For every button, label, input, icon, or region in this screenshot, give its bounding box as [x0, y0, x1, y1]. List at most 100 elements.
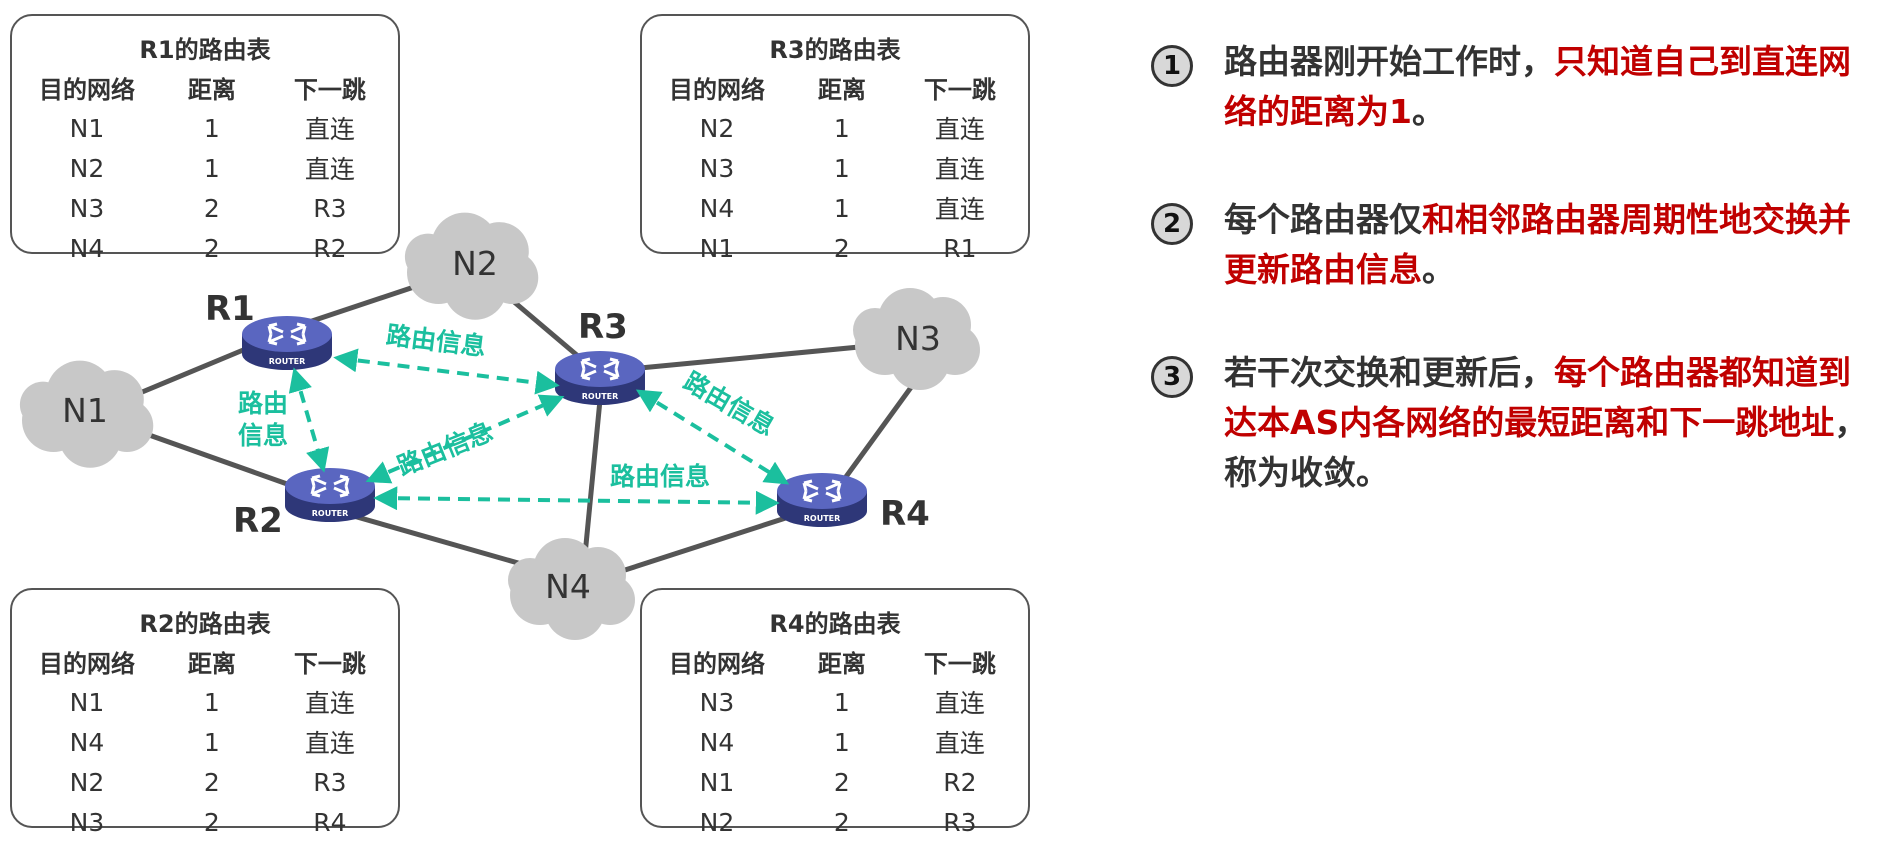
table-cell: N4: [69, 727, 105, 757]
cloud-label-n4: N4: [545, 567, 591, 606]
router-r1: ROUTER: [240, 314, 334, 372]
table-row: N4 1 直连: [652, 722, 1018, 762]
table-cell: R3: [313, 767, 347, 797]
link-n4-r4: [624, 512, 796, 573]
table-cell: N4: [69, 233, 105, 263]
arrow-r1-r3: [333, 348, 560, 395]
routing-table-title: R3的路由表: [769, 36, 901, 64]
table-cell: 2: [833, 807, 850, 837]
table-cell: 1: [833, 153, 850, 183]
table-cell: R2: [313, 233, 347, 263]
note-highlight-text: 每个路由器都知道到达本AS内各网络的最短距离和下一跳地址: [1224, 353, 1851, 442]
table-cell: N3: [69, 193, 105, 223]
table-cell: 直连: [934, 115, 985, 144]
column-header-distance: 距离: [817, 649, 866, 678]
table-cell: N3: [69, 807, 105, 837]
msg-label-r2-r3: 路由信息: [393, 417, 497, 481]
table-cell: 1: [203, 687, 220, 717]
table-cell: R1: [943, 233, 977, 263]
arrow-r2-r4: [373, 486, 780, 515]
arrow-r1-r2: [288, 367, 330, 473]
column-header-next-hop: 下一跳: [923, 75, 996, 104]
table-cell: 1: [833, 193, 850, 223]
table-cell: 直连: [304, 689, 355, 718]
table-cell: R3: [943, 807, 977, 837]
router-r3: ROUTER: [553, 349, 647, 407]
msg-label-r3-r4: 路由信息: [679, 366, 780, 441]
routing-table-title: R1的路由表: [139, 36, 271, 64]
table-cell: 1: [203, 153, 220, 183]
table-cell: N4: [699, 727, 735, 757]
table-cell: 2: [203, 193, 220, 223]
column-header-distance: 距离: [187, 649, 236, 678]
router-tag: ROUTER: [269, 357, 306, 366]
router-r4: ROUTER: [775, 471, 869, 529]
table-row: N2 1 直连: [22, 148, 388, 188]
note-number-badge: 2: [1151, 203, 1193, 245]
msg-label-r1-r3: 路由信息: [385, 320, 488, 361]
table-cell: 直连: [304, 155, 355, 184]
table-cell: N1: [699, 767, 735, 797]
table-row: N3 1 直连: [652, 682, 1018, 722]
links: [134, 282, 923, 578]
note-plain-text: 路由器刚开始工作时，: [1224, 42, 1554, 81]
note-text: 若干次交换和更新后，每个路由器都知道到达本AS内各网络的最短距离和下一跳地址，称…: [1224, 348, 1872, 498]
table-cell: 2: [203, 807, 220, 837]
table-cell: 1: [833, 727, 850, 757]
table-row: N2 2 R3: [22, 762, 388, 802]
table-cell: N2: [69, 153, 105, 183]
table-cell: N2: [699, 807, 735, 837]
link-r3-n4: [582, 399, 603, 556]
table-cell: N2: [699, 113, 735, 143]
router-r2: ROUTER: [283, 466, 377, 524]
column-header-destination: 目的网络: [668, 649, 765, 678]
table-cell: N4: [699, 193, 735, 223]
router-label-r4: R4: [880, 494, 930, 534]
note-tail-text: 。: [1422, 250, 1455, 289]
router-tag: ROUTER: [804, 514, 841, 523]
router-label-r1: R1: [205, 289, 255, 329]
table-cell: 2: [203, 767, 220, 797]
msg-label-r2-r4: 路由信息: [610, 462, 710, 491]
table-cell: 直连: [934, 689, 985, 718]
note-number-badge: 1: [1151, 45, 1193, 87]
table-cell: N2: [69, 767, 105, 797]
column-header-distance: 距离: [817, 75, 866, 104]
table-cell: 1: [833, 687, 850, 717]
table-cell: N1: [69, 113, 105, 143]
column-header-next-hop: 下一跳: [293, 649, 366, 678]
table-header-row: 目的网络 距离 下一跳: [22, 640, 388, 682]
table-cell: 1: [833, 113, 850, 143]
note-number-badge: 3: [1151, 356, 1193, 398]
table-header-row: 目的网络 距离 下一跳: [22, 66, 388, 108]
table-row: N4 1 直连: [652, 188, 1018, 228]
table-cell: 2: [833, 767, 850, 797]
table-row: N2 1 直连: [652, 108, 1018, 148]
table-cell: 直连: [934, 195, 985, 224]
table-cell: N3: [699, 687, 735, 717]
router-label-r3: R3: [578, 307, 628, 347]
routing-table-title: R4的路由表: [769, 610, 901, 638]
note-1: 1 路由器刚开始工作时，只知道自己到直连网络的距离为1。: [1151, 37, 1872, 137]
router-tag: ROUTER: [312, 509, 349, 518]
note-plain-text: 每个路由器仅: [1224, 200, 1422, 239]
table-cell: 直连: [934, 729, 985, 758]
column-header-next-hop: 下一跳: [293, 75, 366, 104]
link-n1-r1: [134, 345, 249, 398]
